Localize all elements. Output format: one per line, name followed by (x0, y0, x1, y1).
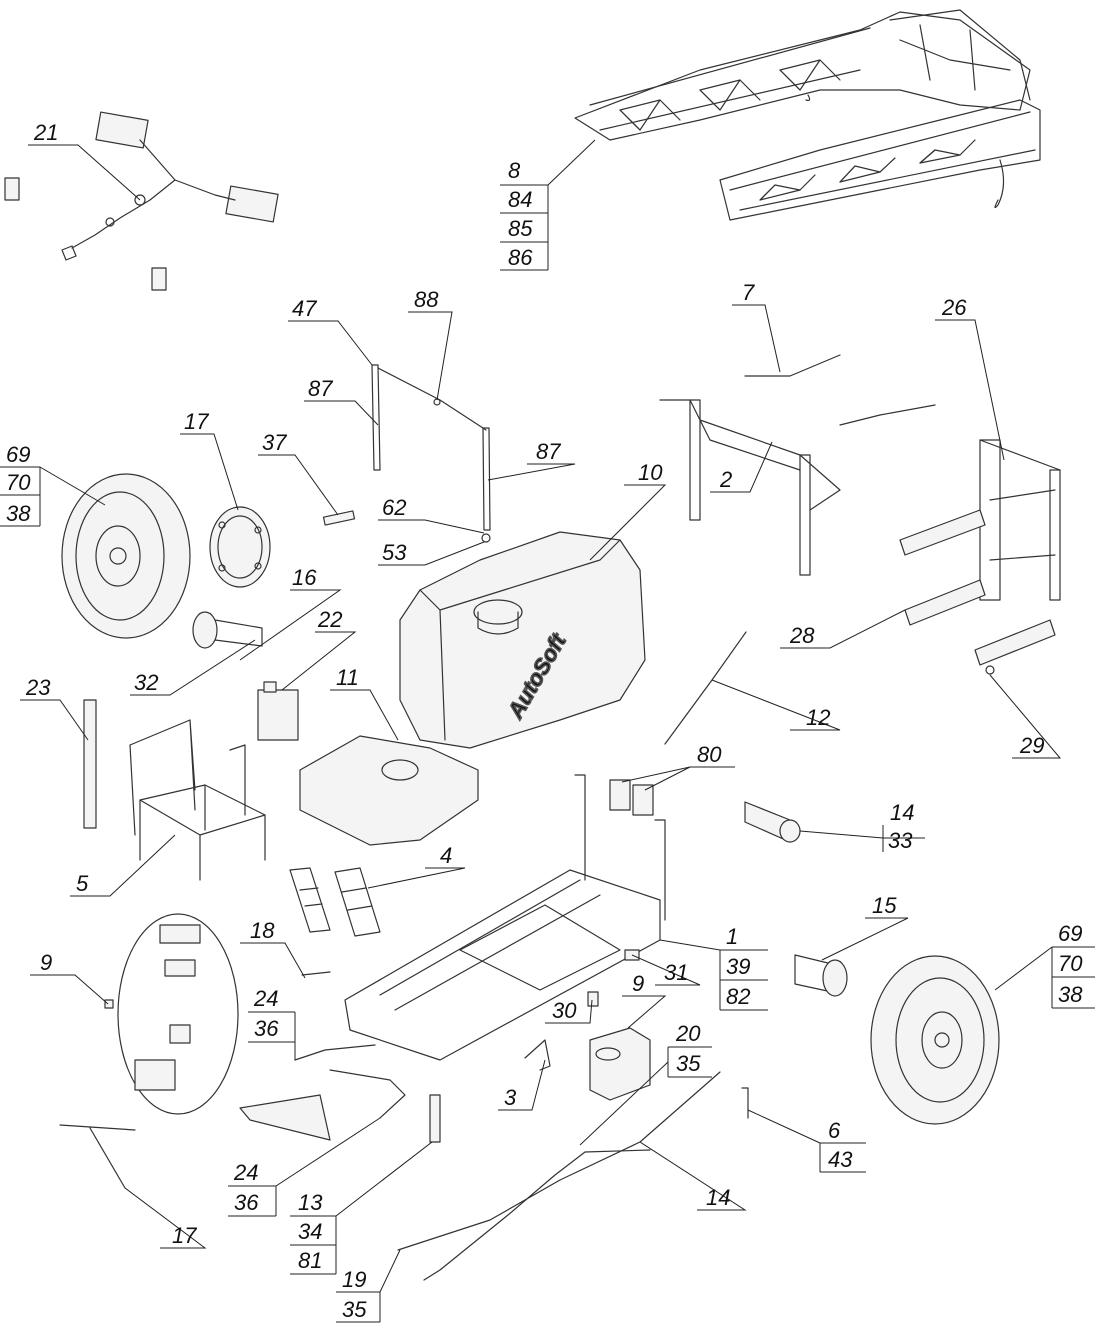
callout-14-top: 14 (890, 800, 914, 825)
callout-37: 37 (262, 430, 287, 455)
callout-13: 13 (298, 1190, 323, 1215)
drawbar (59, 1124, 136, 1189)
bracket-3 (524, 1039, 551, 1071)
callout-81: 81 (298, 1248, 322, 1273)
ladders (289, 867, 381, 937)
callout-14-lower: 14 (706, 1185, 730, 1210)
callout-24-lower: 24 (233, 1160, 258, 1185)
callout-4: 4 (440, 843, 452, 868)
canister (257, 681, 299, 741)
frame-posts (371, 364, 491, 543)
callout-labels: 21 8 84 85 86 47 88 87 87 37 62 53 17 69… (6, 120, 1083, 1322)
item-30 (587, 991, 599, 1007)
callout-16: 16 (292, 565, 317, 590)
callout-19: 19 (342, 1267, 366, 1292)
callout-82: 82 (726, 984, 750, 1009)
callout-69-left: 69 (6, 442, 30, 467)
callout-10: 10 (638, 460, 663, 485)
callout-28: 28 (789, 623, 815, 648)
callout-9-right: 9 (632, 971, 644, 996)
callout-1: 1 (726, 924, 738, 949)
callout-85: 85 (508, 216, 533, 241)
callout-17-top: 17 (184, 409, 209, 434)
callout-12: 12 (806, 705, 830, 730)
callout-87-right: 87 (536, 439, 561, 464)
callout-35-lower: 35 (342, 1297, 367, 1322)
pump-tank (589, 1027, 651, 1101)
callout-87-left: 87 (308, 376, 333, 401)
wheel-right (870, 955, 1000, 1125)
callout-38-left: 38 (6, 501, 31, 526)
callout-43: 43 (828, 1147, 853, 1172)
callout-80: 80 (697, 742, 722, 767)
callout-84: 84 (508, 187, 532, 212)
callout-36-lower: 36 (234, 1190, 259, 1215)
callout-70-left: 70 (6, 470, 31, 495)
callout-69-right: 69 (1058, 921, 1082, 946)
callout-29: 29 (1019, 733, 1044, 758)
callout-70-right: 70 (1058, 951, 1083, 976)
rear-frame-2 (659, 354, 936, 576)
callout-6: 6 (828, 1118, 841, 1143)
pin-6 (741, 1087, 749, 1119)
callout-2: 2 (719, 467, 732, 492)
wheel-left (61, 473, 191, 639)
main-tank (399, 531, 646, 749)
boom-assembly (574, 9, 1041, 221)
callout-21: 21 (33, 120, 58, 145)
callout-47: 47 (292, 296, 317, 321)
hoses-24 (239, 971, 406, 1141)
callout-7: 7 (742, 280, 755, 305)
callout-30: 30 (552, 998, 577, 1023)
callout-5: 5 (76, 871, 89, 896)
callout-17-lower: 17 (172, 1223, 197, 1248)
callout-34: 34 (298, 1219, 322, 1244)
bar-23 (83, 699, 97, 829)
callout-26: 26 (941, 295, 967, 320)
callout-86: 86 (508, 245, 533, 270)
callout-62: 62 (382, 495, 406, 520)
pressure-cylinder (744, 801, 801, 843)
callout-18: 18 (250, 918, 275, 943)
callout-20: 20 (675, 1021, 701, 1046)
callout-22: 22 (317, 607, 342, 632)
callout-33: 33 (888, 828, 913, 853)
lighting-harness (4, 111, 279, 291)
callout-31: 31 (664, 960, 688, 985)
callout-9-left: 9 (40, 950, 52, 975)
long-hoses (397, 1071, 721, 1281)
callout-24-upper: 24 (253, 986, 278, 1011)
callout-8: 8 (508, 158, 521, 183)
callout-11: 11 (336, 665, 359, 690)
rinse-tank (299, 735, 479, 846)
callout-39: 39 (726, 954, 750, 979)
axle-stub-2 (794, 954, 848, 997)
hub-plate (209, 506, 271, 588)
post-13 (429, 1094, 441, 1143)
callout-53: 53 (382, 540, 407, 565)
axle-stub (192, 611, 263, 649)
callout-3: 3 (504, 1085, 517, 1110)
callout-32: 32 (134, 670, 158, 695)
callout-35-upper: 35 (676, 1051, 701, 1076)
platform (129, 719, 266, 881)
callout-36-upper: 36 (254, 1016, 279, 1041)
blocks-80 (609, 779, 654, 816)
callout-23: 23 (25, 675, 51, 700)
callout-15: 15 (872, 893, 897, 918)
bracket-37 (322, 510, 356, 526)
hitch-frame (899, 439, 1061, 675)
callout-88: 88 (414, 287, 439, 312)
valve-group (104, 913, 239, 1115)
callout-38-right: 38 (1058, 982, 1083, 1007)
